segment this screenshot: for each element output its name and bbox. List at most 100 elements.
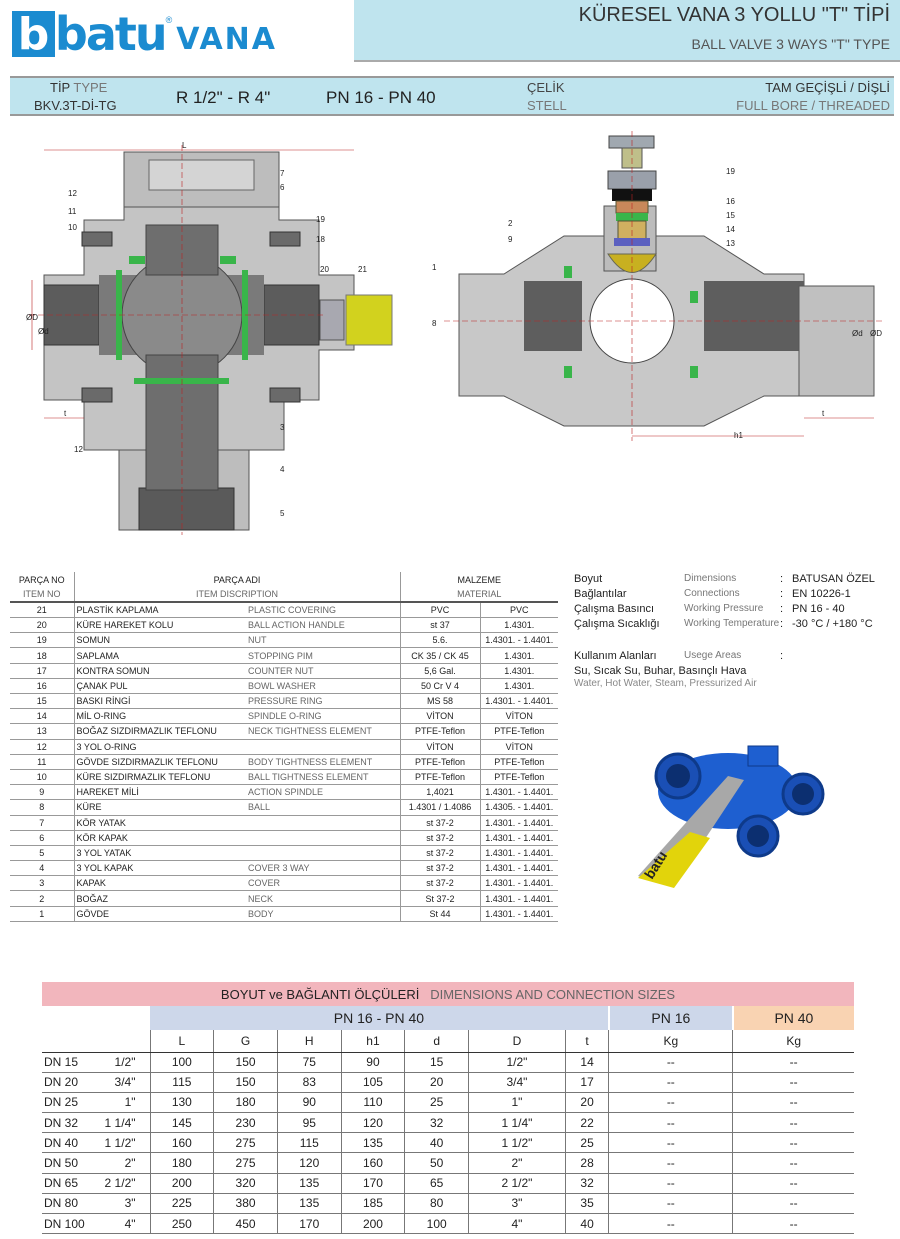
parts-cell-tr: 3 YOL KAPAK [74, 860, 246, 877]
parts-cell-m1: st 37 [400, 617, 481, 634]
dims-cell-dn: DN 20 [42, 1072, 102, 1093]
parts-cell-m1: 1,4021 [400, 784, 481, 801]
dims-cell-dn: DN 40 [42, 1132, 102, 1154]
parts-cell-en: NECK TIGHTNESS ELEMENT [246, 723, 401, 740]
parts-cell-en [246, 845, 401, 862]
dims-cell-value: 80 [404, 1193, 469, 1215]
parts-cell-en: BODY TIGHTNESS ELEMENT [246, 754, 401, 770]
parts-cell-en: NECK [246, 890, 401, 907]
parts-cell-m1: 1.4301 / 1.4086 [400, 799, 481, 816]
spec-val: PN 16 - 40 [792, 603, 845, 615]
parts-cell-no: 21 [10, 602, 75, 619]
dims-cell-value: 105 [340, 1072, 405, 1093]
parts-cell-m1: VİTON [400, 708, 481, 725]
parts-cell-en [246, 739, 401, 755]
type-label: TİP TYPE [50, 80, 108, 95]
section-drawing-right: 19 16 15 14 13 2 9 1 8 Ød ØD t h1 [404, 126, 888, 448]
dims-title: BOYUT ve BAĞLANTI ÖLÇÜLERİ DIMENSIONS AN… [42, 982, 854, 1006]
parts-cell-no: 14 [10, 708, 75, 725]
parts-cell-tr: SOMUN [74, 632, 246, 649]
dims-cell-inch: 1/2" [102, 1052, 151, 1073]
parts-head-mat-tr: MALZEME [457, 574, 501, 585]
parts-cell-m1: st 37-2 [400, 815, 481, 831]
dims-cell-dn: DN 50 [42, 1152, 102, 1174]
parts-cell-en: STOPPING PIM [246, 647, 401, 664]
dims-title-en: DIMENSIONS AND CONNECTION SIZES [430, 986, 676, 1002]
dims-cell-value: -- [608, 1072, 733, 1093]
dims-cell-dn: DN 25 [42, 1092, 102, 1114]
parts-cell-m2: 1.4301. - 1.4401. [480, 693, 558, 710]
dim-label-t: t [822, 409, 825, 418]
page-title: KÜRESEL VANA 3 YOLLU "T" TİPİ [578, 4, 890, 26]
dims-cell-value: 115 [276, 1132, 342, 1154]
parts-cell-no: 18 [10, 647, 75, 664]
parts-cell-tr: KÜRE [74, 799, 246, 816]
parts-cell-m2: PVC [480, 602, 558, 619]
dims-pn16: PN 16 [607, 1006, 733, 1030]
dims-cell-value: 135 [276, 1173, 342, 1194]
parts-cell-en: PLASTIC COVERING [246, 602, 401, 619]
dims-cell-value: 100 [404, 1213, 469, 1235]
dims-cell-value: 170 [340, 1173, 405, 1194]
dims-cell-value: 120 [340, 1112, 405, 1134]
dims-cell-value: 160 [340, 1152, 405, 1174]
parts-cell-en: BODY [246, 906, 401, 922]
dims-cell-value: 320 [213, 1173, 278, 1194]
logo-sub-text: VANA [176, 21, 277, 57]
dims-cell-value: 120 [276, 1152, 342, 1174]
dims-cell-value: 1" [468, 1092, 566, 1114]
dim-label-d: Ød [38, 327, 49, 336]
dims-cell-value: 180 [149, 1152, 214, 1174]
dims-cell-value: -- [608, 1112, 733, 1134]
parts-cell-tr: GÖVDE [74, 906, 246, 922]
dims-cell-value: 170 [276, 1213, 342, 1235]
parts-cell-m1: st 37-2 [400, 845, 481, 862]
dims-col-header: H [276, 1030, 342, 1053]
parts-cell-tr: SAPLAMA [74, 647, 246, 664]
callout-19: 19 [726, 167, 735, 176]
parts-cell-tr: ÇANAK PUL [74, 678, 246, 695]
parts-cell-tr: MİL O-RING [74, 708, 246, 725]
usage-label-tr: Kullanım Alanları [574, 650, 657, 662]
bore-en: FULL BORE / THREADED [736, 98, 890, 113]
parts-cell-m2: PTFE-Teflon [480, 754, 558, 770]
parts-cell-m1: st 37-2 [400, 830, 481, 846]
dims-cell-value: 95 [276, 1112, 342, 1134]
callout-3: 3 [280, 423, 285, 432]
parts-cell-tr: KAPAK [74, 875, 246, 892]
parts-cell-no: 5 [10, 845, 75, 862]
dims-cell-value: 150 [213, 1072, 278, 1093]
callout-20: 20 [320, 265, 329, 274]
dims-cell-value: 160 [149, 1132, 214, 1154]
parts-cell-en: SPINDLE O-RING [246, 708, 401, 725]
dims-cell-value: -- [608, 1052, 733, 1073]
section-drawing-left: L 7 6 12 11 10 19 18 20 21 ØD Ød t 3 12 … [24, 140, 402, 540]
parts-cell-tr: GÖVDE SIZDIRMAZLIK TEFLONU [74, 754, 246, 770]
dims-title-tr: BOYUT ve BAĞLANTI ÖLÇÜLERİ [220, 986, 420, 1002]
logo-mark-icon: b [12, 9, 55, 60]
parts-cell-m1: PTFE-Teflon [400, 754, 481, 770]
parts-cell-m1: st 37-2 [400, 875, 481, 892]
callout-19: 19 [316, 215, 325, 224]
parts-cell-m1: St 37-2 [400, 890, 481, 907]
dim-label-t: t [64, 409, 67, 418]
callout-18: 18 [316, 235, 325, 244]
spec-colon: : [780, 618, 784, 630]
dims-cell-dn: DN 65 [42, 1173, 102, 1194]
parts-head-no-en: ITEM NO [10, 587, 75, 604]
dims-pn40: PN 40 [731, 1006, 854, 1030]
spec-tr: Çalışma Sıcaklığı [574, 618, 660, 630]
dims-cell-value: 50 [404, 1152, 469, 1174]
